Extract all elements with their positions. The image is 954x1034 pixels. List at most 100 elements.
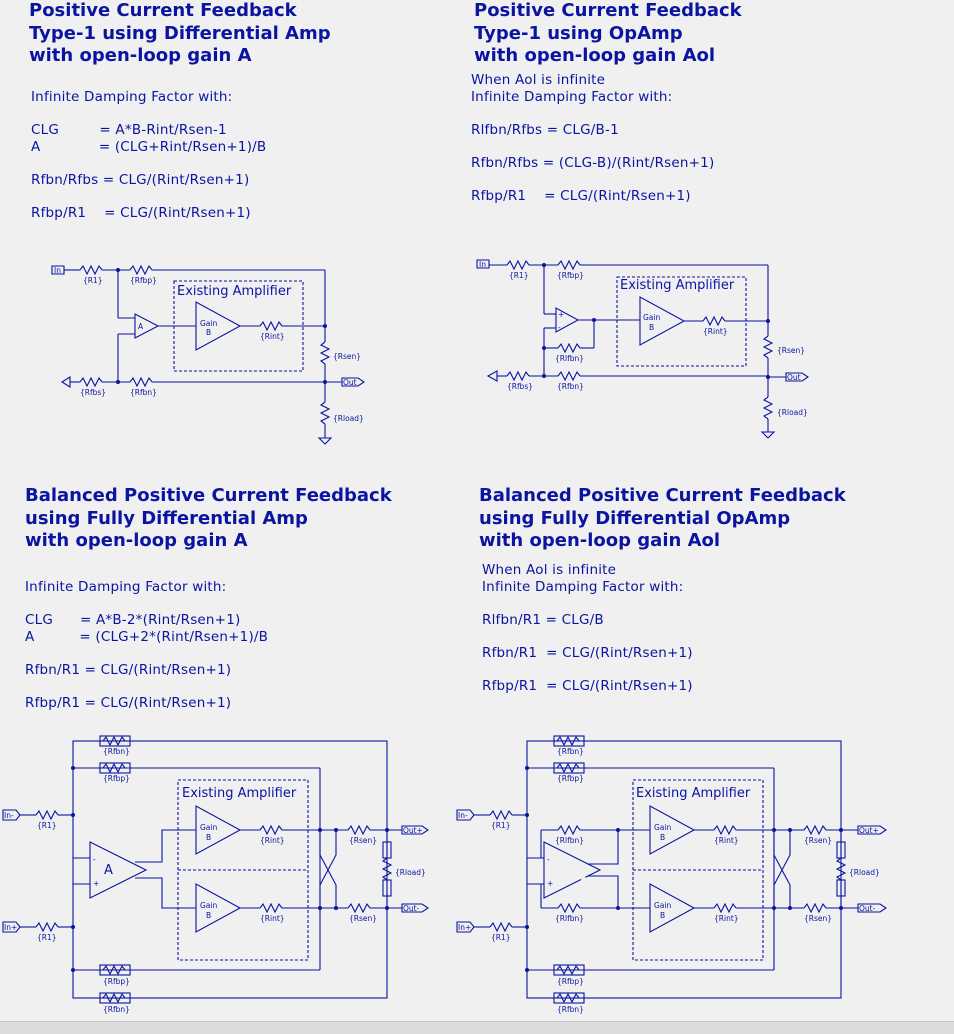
ground-symbol bbox=[317, 437, 333, 445]
in-minus-label: In- bbox=[4, 811, 14, 820]
gain-b-top-label: B bbox=[660, 833, 665, 842]
out-minus-port bbox=[401, 903, 429, 913]
circuit-3: {Rfbn} {Rfbp} {Rfbp} {Rfbn} In- {R1} In+… bbox=[2, 735, 429, 1014]
amp-minus: - bbox=[93, 855, 96, 864]
rfbp-bottom-resistor bbox=[556, 964, 580, 976]
in-label: In bbox=[479, 260, 486, 269]
in-plus-label: In+ bbox=[458, 923, 471, 932]
rint-top-resistor bbox=[713, 824, 737, 836]
out-label: Out bbox=[787, 373, 801, 382]
existing-amplifier-label: Existing Amplifier bbox=[177, 284, 292, 299]
fully-diff-amp-a bbox=[89, 841, 148, 899]
rint-bottom-label: {Rint} bbox=[260, 914, 285, 923]
panel4-equations: When Aol is infinite Infinite Damping Fa… bbox=[482, 562, 693, 694]
ground-arrow bbox=[60, 376, 71, 388]
rfbn-bottom-resistor bbox=[102, 992, 126, 1004]
r1-bottom-label: {R1} bbox=[37, 933, 57, 942]
rsen-top-resistor bbox=[803, 824, 827, 836]
rint-top-label: {Rint} bbox=[260, 836, 285, 845]
rfbp-resistor bbox=[557, 259, 581, 271]
out-minus-label: Out- bbox=[403, 904, 420, 913]
rload-label: {Rload} bbox=[395, 868, 426, 877]
rfbp-top-resistor bbox=[556, 762, 580, 774]
r1-top-label: {R1} bbox=[491, 821, 511, 830]
gain-top-label: Gain bbox=[654, 823, 671, 832]
rfbp-bottom-label: {Rfbp} bbox=[103, 977, 130, 986]
existing-amplifier-label: Existing Amplifier bbox=[620, 278, 735, 293]
amp-a-label: A bbox=[104, 863, 113, 878]
rload-resistor bbox=[762, 396, 774, 420]
rsen-bottom-label: {Rsen} bbox=[349, 914, 377, 923]
gain-label: Gain bbox=[643, 313, 660, 322]
rfbn-bottom-resistor bbox=[556, 992, 580, 1004]
gain-b-bottom-label: B bbox=[660, 911, 665, 920]
rint-label: {Rint} bbox=[703, 327, 728, 336]
rint-resistor bbox=[259, 320, 283, 332]
rlfbn-bottom-resistor bbox=[557, 902, 581, 914]
diff-amp-a bbox=[134, 313, 160, 339]
rfbn-top-label: {Rfbn} bbox=[103, 747, 130, 756]
existing-amplifier-box bbox=[616, 276, 747, 367]
ground-arrow bbox=[486, 370, 498, 382]
in-minus-label: In- bbox=[458, 811, 468, 820]
gain-bottom-label: Gain bbox=[654, 901, 671, 910]
rsen-top-resistor bbox=[347, 824, 371, 836]
status-bar bbox=[0, 1021, 954, 1034]
rfbp-bottom-label: {Rfbp} bbox=[557, 977, 584, 986]
in-plus-port bbox=[456, 921, 475, 933]
rsen-top-label: {Rsen} bbox=[804, 836, 832, 845]
gain-b-top-label: B bbox=[206, 833, 211, 842]
rload-label: {Rload} bbox=[333, 414, 364, 423]
rfbn-label: {Rfbn} bbox=[557, 382, 584, 391]
panel2-title: Positive Current Feedback Type-1 using O… bbox=[474, 0, 742, 66]
rload-label: {Rload} bbox=[849, 868, 880, 877]
panel2-equations: When Aol is infinite Infinite Damping Fa… bbox=[471, 72, 715, 204]
rfbn-label: {Rfbn} bbox=[130, 388, 157, 397]
panel4-title: Balanced Positive Current Feedback using… bbox=[479, 485, 846, 551]
opamp-plus: + bbox=[558, 310, 564, 319]
fully-diff-opamp bbox=[543, 841, 602, 899]
rint-resistor bbox=[702, 315, 726, 327]
rfbp-label: {Rfbp} bbox=[130, 276, 157, 285]
r1-resistor bbox=[79, 264, 103, 276]
ground-symbol bbox=[760, 431, 776, 439]
panel3-title: Balanced Positive Current Feedback using… bbox=[25, 485, 392, 551]
out-minus-port bbox=[857, 903, 887, 913]
existing-amplifier-box bbox=[173, 280, 304, 372]
rfbn-top-resistor bbox=[556, 735, 580, 747]
opamp-plus: + bbox=[547, 879, 553, 888]
rsen-label: {Rsen} bbox=[777, 346, 805, 355]
opamp bbox=[555, 307, 580, 333]
rfbp-label: {Rfbp} bbox=[557, 271, 584, 280]
rfbs-resistor bbox=[79, 376, 103, 388]
out-plus-port bbox=[401, 825, 429, 835]
rint-top-resistor bbox=[259, 824, 283, 836]
gain-b-bottom-amp bbox=[649, 883, 696, 933]
rfbn-top-resistor bbox=[102, 735, 126, 747]
in-label: In bbox=[54, 266, 61, 275]
rsen-bottom-resistor bbox=[803, 902, 827, 914]
in-minus-port bbox=[2, 809, 21, 821]
circuit-4: {Rfbn} {Rfbp} {Rfbp} {Rfbn} In- {R1} In+… bbox=[456, 735, 887, 1014]
rfbp-bottom-resistor bbox=[102, 964, 126, 976]
r1-top-resistor bbox=[35, 809, 59, 821]
rlfbn-resistor bbox=[557, 342, 581, 354]
opamp-minus: - bbox=[547, 855, 550, 864]
panel1-title: Positive Current Feedback Type-1 using D… bbox=[29, 0, 331, 66]
panel3-equations: Infinite Damping Factor with: CLG = A*B-… bbox=[25, 579, 269, 711]
amp-plus: + bbox=[93, 879, 99, 888]
rlfbn-top-resistor bbox=[557, 824, 581, 836]
gain-b-amp bbox=[195, 301, 242, 351]
gain-b-label: B bbox=[206, 328, 211, 337]
rint-top-label: {Rint} bbox=[714, 836, 739, 845]
out-plus-label: Out+ bbox=[859, 826, 879, 835]
in-port bbox=[51, 265, 65, 275]
rfbs-label: {Rfbs} bbox=[507, 382, 533, 391]
rfbp-resistor bbox=[129, 264, 153, 276]
rfbp-top-label: {Rfbp} bbox=[103, 774, 130, 783]
r1-bottom-label: {R1} bbox=[491, 933, 511, 942]
rload-label: {Rload} bbox=[777, 408, 808, 417]
r1-bottom-resistor bbox=[35, 921, 59, 933]
in-port bbox=[476, 259, 490, 269]
